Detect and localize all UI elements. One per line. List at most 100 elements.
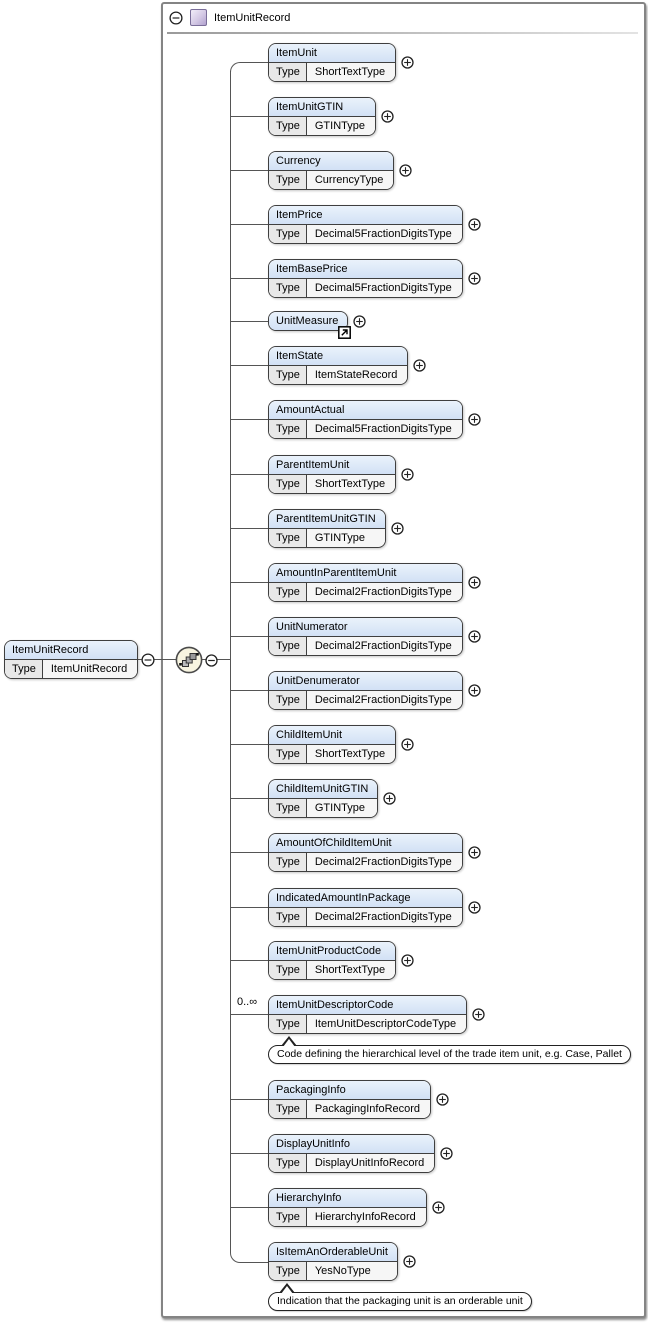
- element-box[interactable]: ItemUnit Type ShortTextType: [268, 43, 397, 82]
- element-type-row: Type Decimal2FractionDigitsType: [269, 583, 462, 601]
- element-type-row: Type Decimal5FractionDigitsType: [269, 420, 462, 438]
- expand-plus-icon[interactable]: [468, 576, 481, 589]
- element-box[interactable]: PackagingInfo Type PackagingInfoRecord: [268, 1080, 432, 1119]
- element-box[interactable]: AmountOfChildItemUnit Type Decimal2Fract…: [268, 833, 463, 872]
- element-box[interactable]: AmountActual Type Decimal5FractionDigits…: [268, 400, 463, 439]
- element-name: UnitMeasure: [269, 312, 348, 330]
- element-row: ItemBasePrice Type Decimal5FractionDigit…: [230, 259, 481, 298]
- element-type-value: Decimal2FractionDigitsType: [314, 856, 452, 868]
- element-box[interactable]: Currency Type CurrencyType: [268, 151, 395, 190]
- element-row: PackagingInfo Type PackagingInfoRecord: [230, 1080, 449, 1119]
- expand-plus-icon[interactable]: [436, 1093, 449, 1106]
- element-type-row: Type Decimal2FractionDigitsType: [269, 853, 462, 871]
- sequence-icon[interactable]: [175, 646, 203, 674]
- annotation-callout: Code defining the hierarchical level of …: [268, 1036, 631, 1064]
- element-box[interactable]: ChildItemUnitGTIN Type GTINType: [268, 779, 379, 818]
- root-element-box[interactable]: ItemUnitRecord Type ItemUnitRecord: [4, 640, 139, 679]
- element-type-value: Decimal2FractionDigitsType: [314, 586, 452, 598]
- element-box[interactable]: ItemUnitDescriptorCode Type ItemUnitDesc…: [268, 995, 468, 1034]
- type-label: Type: [269, 171, 307, 189]
- expand-plus-icon[interactable]: [440, 1147, 453, 1160]
- type-label: Type: [269, 475, 307, 493]
- expand-plus-icon[interactable]: [432, 1201, 445, 1214]
- type-label: Type: [269, 1015, 307, 1033]
- connector-branch: [230, 1207, 268, 1208]
- element-box[interactable]: UnitDenumerator Type Decimal2FractionDig…: [268, 671, 463, 710]
- element-box[interactable]: UnitMeasure: [268, 311, 349, 331]
- type-label: Type: [269, 1154, 307, 1172]
- element-box[interactable]: DisplayUnitInfo Type DisplayUnitInfoReco…: [268, 1134, 436, 1173]
- type-label: Type: [269, 799, 307, 817]
- type-label: Type: [269, 1208, 307, 1226]
- element-row: HierarchyInfo Type HierarchyInfoRecord: [230, 1188, 445, 1227]
- element-box[interactable]: ParentItemUnitGTIN Type GTINType: [268, 509, 386, 548]
- element-type-value: ShortTextType: [314, 964, 386, 976]
- expand-plus-icon[interactable]: [413, 359, 427, 372]
- connector-branch: [230, 1248, 269, 1263]
- element-box[interactable]: ItemBasePrice Type Decimal5FractionDigit…: [268, 259, 463, 298]
- element-type-value: Decimal5FractionDigitsType: [314, 423, 452, 435]
- expand-plus-icon[interactable]: [403, 1255, 416, 1268]
- type-label: Type: [269, 691, 307, 709]
- element-box[interactable]: UnitNumerator Type Decimal2FractionDigit…: [268, 617, 463, 656]
- element-type-row: Type ShortTextType: [269, 475, 396, 493]
- expand-plus-icon[interactable]: [472, 1008, 485, 1021]
- element-row: ChildItemUnit Type ShortTextType: [230, 725, 414, 764]
- element-row: IndicatedAmountInPackage Type Decimal2Fr…: [230, 888, 481, 927]
- expand-plus-icon[interactable]: [468, 901, 481, 914]
- expand-plus-icon[interactable]: [401, 954, 414, 967]
- expand-plus-icon[interactable]: [468, 684, 481, 697]
- element-box[interactable]: IndicatedAmountInPackage Type Decimal2Fr…: [268, 888, 463, 927]
- expand-plus-icon[interactable]: [468, 413, 481, 426]
- collapse-minus-icon[interactable]: [169, 10, 183, 25]
- collapse-minus-icon[interactable]: [141, 652, 155, 667]
- expand-plus-icon[interactable]: [383, 792, 396, 805]
- element-box[interactable]: AmountInParentItemUnit Type Decimal2Frac…: [268, 563, 463, 602]
- element-row: ItemUnit Type ShortTextType: [230, 43, 414, 82]
- element-box[interactable]: ItemState Type ItemStateRecord: [268, 346, 409, 385]
- header-separator: [167, 32, 638, 34]
- element-box[interactable]: ItemUnitGTIN Type GTINType: [268, 97, 376, 136]
- arrow-reference-icon[interactable]: [338, 326, 352, 339]
- expand-plus-icon[interactable]: [399, 164, 412, 177]
- expand-plus-icon[interactable]: [468, 272, 481, 285]
- element-row: ParentItemUnit Type ShortTextType: [230, 455, 414, 494]
- connector-branch: [230, 907, 268, 908]
- root-element-name: ItemUnitRecord: [5, 641, 138, 660]
- expand-plus-icon[interactable]: [390, 522, 404, 535]
- connector-branch: [230, 170, 268, 171]
- element-type-value: GTINType: [314, 120, 365, 132]
- connector-branch: [230, 582, 268, 583]
- element-name: PackagingInfo: [269, 1081, 431, 1100]
- element-type-row: Type ShortTextType: [269, 63, 396, 81]
- element-box[interactable]: ChildItemUnit Type ShortTextType: [268, 725, 397, 764]
- type-label: Type: [269, 63, 307, 81]
- root-element-type-row: Type ItemUnitRecord: [5, 660, 138, 678]
- expand-plus-icon[interactable]: [401, 56, 414, 69]
- expand-plus-icon[interactable]: [468, 630, 481, 643]
- element-box[interactable]: ParentItemUnit Type ShortTextType: [268, 455, 397, 494]
- expand-plus-icon[interactable]: [401, 738, 414, 751]
- element-box[interactable]: HierarchyInfo Type HierarchyInfoRecord: [268, 1188, 427, 1227]
- element-type-value: Decimal2FractionDigitsType: [314, 694, 452, 706]
- element-row: ChildItemUnitGTIN Type GTINType: [230, 779, 396, 818]
- element-row: UnitDenumerator Type Decimal2FractionDig…: [230, 671, 481, 710]
- element-row: ItemUnitProductCode Type ShortTextType: [230, 941, 414, 980]
- element-type-row: Type ItemStateRecord: [269, 366, 408, 384]
- container-header: ItemUnitRecord: [169, 9, 290, 26]
- expand-plus-icon[interactable]: [468, 846, 481, 859]
- connector-branch: [230, 365, 268, 366]
- element-type-value: GTINType: [314, 532, 365, 544]
- element-row: IsItemAnOrderableUnit Type YesNoType: [230, 1242, 416, 1281]
- type-label: Type: [269, 745, 307, 763]
- collapse-minus-icon[interactable]: [205, 653, 218, 667]
- element-box[interactable]: IsItemAnOrderableUnit Type YesNoType: [268, 1242, 398, 1281]
- expand-plus-icon[interactable]: [353, 314, 367, 328]
- element-box[interactable]: ItemUnitProductCode Type ShortTextType: [268, 941, 397, 980]
- element-name: ItemPrice: [269, 206, 462, 225]
- expand-plus-icon[interactable]: [401, 468, 414, 481]
- element-box[interactable]: ItemPrice Type Decimal5FractionDigitsTyp…: [268, 205, 463, 244]
- expand-plus-icon[interactable]: [381, 110, 394, 123]
- expand-plus-icon[interactable]: [468, 218, 481, 231]
- element-name: DisplayUnitInfo: [269, 1135, 435, 1154]
